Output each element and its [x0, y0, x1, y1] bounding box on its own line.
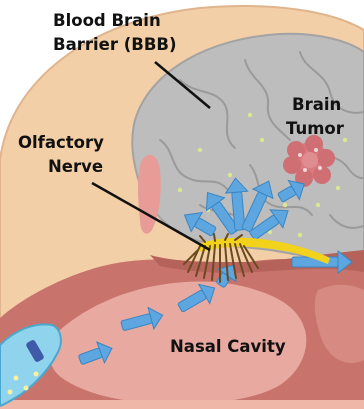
nasal-cavity-label: Nasal Cavity [170, 337, 286, 356]
tumor-label-line1: Brain [292, 95, 341, 114]
nasal-floor [0, 400, 364, 409]
olfactory-label-line1: Olfactory [18, 133, 104, 152]
tumor-label-line2: Tumor [286, 119, 345, 138]
bbb-label-line2: Barrier (BBB) [53, 35, 177, 54]
olfactory-label-line2: Nerve [48, 157, 103, 176]
bbb-label-line1: Blood Brain [53, 11, 161, 30]
